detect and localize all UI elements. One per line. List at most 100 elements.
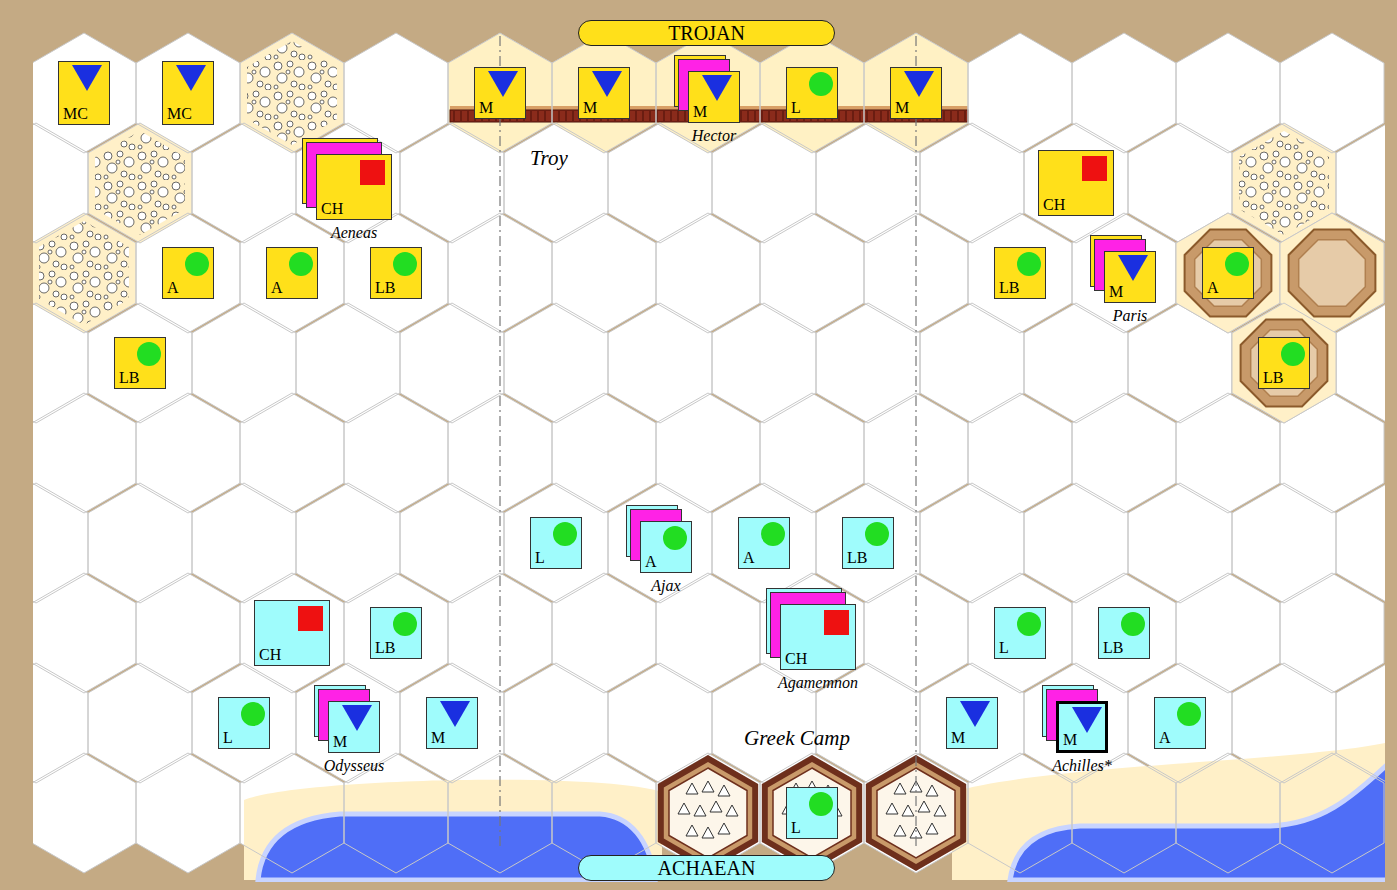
leader-name: Hector (692, 128, 736, 144)
hex-outline (240, 213, 344, 333)
hex-outline (1128, 663, 1232, 783)
unit-type: A (743, 550, 755, 566)
place-label: Troy (530, 148, 568, 169)
hex-outline (1176, 753, 1280, 873)
unit-block: CH (1038, 150, 1114, 216)
hex-outline (1024, 123, 1128, 243)
hex-outline (920, 303, 1024, 423)
hex-outline (504, 303, 608, 423)
hex-outline (344, 573, 448, 693)
unit-block: CH (254, 600, 330, 666)
unit-block: M (890, 67, 942, 119)
hex-outline (1024, 483, 1128, 603)
unit-type: M (693, 104, 707, 120)
unit-block: L (994, 607, 1046, 659)
hex-outline (968, 573, 1072, 693)
unit-block: LB (370, 247, 422, 299)
hex-outline (816, 483, 920, 603)
hex-outline (1176, 33, 1280, 153)
unit-block: MHector (688, 71, 740, 123)
hex-outline (1072, 33, 1176, 153)
hex-outline (33, 663, 88, 783)
unit-block: A (738, 517, 790, 569)
hex-outline (760, 213, 864, 333)
unit-block: LB (1258, 337, 1310, 389)
hex-outline (1232, 663, 1336, 783)
sector-line (915, 36, 916, 850)
unit-type: A (167, 280, 179, 296)
unit-block: MAchilles* (1056, 701, 1108, 753)
unit-type: M (583, 100, 597, 116)
hex-outline (760, 393, 864, 513)
unit-card: LB (370, 607, 422, 659)
unit-card: LB (842, 517, 894, 569)
hex-outline (33, 123, 88, 243)
side-banner: ACHAEAN (578, 855, 835, 881)
unit-block: LB (1098, 607, 1150, 659)
side-title: TROJAN (668, 23, 745, 43)
hex-outline (296, 123, 400, 243)
hex-outline (192, 663, 296, 783)
unit-type: CH (785, 651, 807, 667)
unit-type: L (791, 100, 801, 116)
unit-card: A (738, 517, 790, 569)
unit-block: L (786, 787, 838, 839)
hex-outline (1072, 393, 1176, 513)
hex-outline (608, 483, 712, 603)
hex-outline (656, 33, 760, 153)
hex-outline (816, 123, 920, 243)
unit-card: A (162, 247, 214, 299)
unit-block: MC (58, 61, 110, 125)
hex-outline (400, 663, 504, 783)
hex-outline (240, 33, 344, 153)
hex-outline (296, 663, 400, 783)
hex-outline (760, 33, 864, 153)
unit-type: L (999, 640, 1009, 656)
unit-card: M (1104, 251, 1156, 303)
hex-outline (344, 33, 448, 153)
hex-outline (344, 393, 448, 513)
unit-block: LB (842, 517, 894, 569)
unit-card: CH (780, 604, 856, 670)
hex-outline (552, 213, 656, 333)
unit-block: MC (162, 61, 214, 125)
unit-type: A (1159, 730, 1171, 746)
unit-card: L (530, 517, 582, 569)
hex-outline (504, 483, 608, 603)
unit-type: LB (999, 280, 1019, 296)
hex-outline (240, 393, 344, 513)
unit-block: LB (994, 247, 1046, 299)
hex-outline (712, 303, 816, 423)
hex-outline (400, 483, 504, 603)
hex-outline (33, 213, 136, 333)
hex-outline (920, 663, 1024, 783)
unit-card: A (266, 247, 318, 299)
hex-outline (33, 573, 136, 693)
unit-card: A (1202, 247, 1254, 299)
unit-card: M (426, 697, 478, 749)
unit-block: M (474, 67, 526, 119)
leader-name: Agamemnon (778, 675, 858, 691)
hex-outline (33, 753, 136, 873)
unit-type: M (431, 730, 445, 746)
hex-outline (136, 753, 240, 873)
unit-block: A (1154, 697, 1206, 749)
unit-block: LB (114, 337, 166, 389)
hex-outline (33, 393, 136, 513)
unit-type: CH (1043, 197, 1065, 213)
hex-outline (712, 483, 816, 603)
unit-type: L (791, 820, 801, 836)
unit-block: L (530, 517, 582, 569)
hex-outline (552, 33, 656, 153)
unit-type: CH (259, 647, 281, 663)
unit-card: LB (994, 247, 1046, 299)
unit-card: LB (114, 337, 166, 389)
hex-outline (1072, 213, 1176, 333)
unit-card: M (890, 67, 942, 119)
hex-outline (656, 213, 760, 333)
hex-outline (136, 33, 240, 153)
unit-type: CH (321, 201, 343, 217)
hex-outline (1128, 483, 1232, 603)
unit-type: M (1063, 732, 1077, 748)
leader-name: Odysseus (324, 758, 384, 774)
